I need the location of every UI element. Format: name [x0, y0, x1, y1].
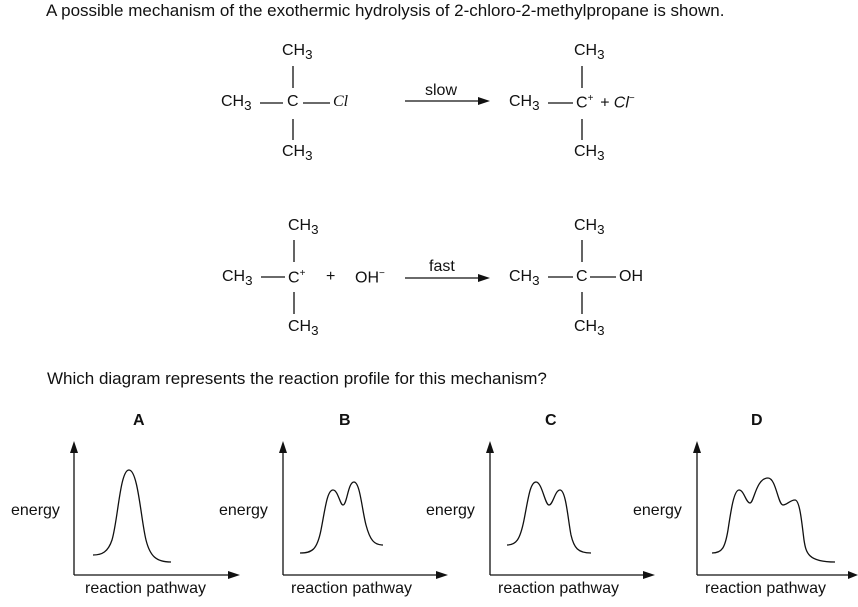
y-arrowhead [693, 441, 701, 453]
profile-curve [92, 469, 172, 563]
step1-product-top: CH3 [574, 42, 605, 63]
step1-product-left: CH3 [509, 93, 540, 114]
step1-reactant-right: Cl [333, 93, 349, 110]
x-arrowhead [643, 571, 655, 579]
arrowhead [478, 274, 490, 282]
option-c-letter[interactable]: C [545, 412, 557, 429]
step2-product-right: OH [619, 268, 643, 285]
x-arrowhead [228, 571, 240, 579]
option-a-ylabel: energy [11, 502, 60, 519]
step1-arrow-label: slow [425, 82, 458, 99]
step2-product-bottom: CH3 [574, 318, 605, 339]
step2-plus: + [326, 268, 336, 285]
question-prompt: Which diagram represents the reaction pr… [47, 369, 547, 388]
profile-curve [299, 481, 384, 554]
option-c-xlabel: reaction pathway [498, 580, 619, 597]
arrowhead [478, 97, 490, 105]
x-arrowhead [848, 571, 858, 579]
option-b-letter[interactable]: B [339, 412, 351, 429]
option-c-ylabel: energy [426, 502, 475, 519]
diagram-c [486, 441, 655, 579]
question-intro: A possible mechanism of the exothermic h… [46, 1, 725, 20]
option-d-xlabel: reaction pathway [705, 580, 826, 597]
diagram-b [279, 441, 448, 579]
profile-curve [711, 477, 836, 563]
step1-product-center: C+ [576, 93, 594, 112]
step2-arrow-label: fast [429, 258, 455, 275]
step1-reactant-left: CH3 [221, 93, 252, 114]
step1-reactant-top: CH3 [282, 42, 313, 63]
x-arrowhead [436, 571, 448, 579]
y-arrowhead [70, 441, 78, 453]
step1-product-bottom: CH3 [574, 143, 605, 164]
option-b-xlabel: reaction pathway [291, 580, 412, 597]
diagram-a [70, 441, 240, 579]
y-arrowhead [486, 441, 494, 453]
step2-hydroxide: OH− [355, 268, 385, 287]
option-b-ylabel: energy [219, 502, 268, 519]
step2-reactant-bottom: CH3 [288, 318, 319, 339]
option-d-letter[interactable]: D [751, 412, 763, 429]
step2-reactant-center: C+ [288, 268, 306, 287]
step2-product-center: C [576, 268, 588, 285]
option-a-letter[interactable]: A [133, 412, 145, 429]
option-a-xlabel: reaction pathway [85, 580, 206, 597]
step2-product-left: CH3 [509, 268, 540, 289]
step2-reactant-left: CH3 [222, 268, 253, 289]
step1-product-chloride: + Cl− [600, 93, 635, 112]
y-arrowhead [279, 441, 287, 453]
step2-product-top: CH3 [574, 217, 605, 238]
step1-reactant-bottom: CH3 [282, 143, 313, 164]
step2-reactant-top: CH3 [288, 217, 319, 238]
step1-reactant-center: C [287, 93, 299, 110]
profile-curve [506, 481, 592, 554]
diagram-d [693, 441, 858, 579]
option-d-ylabel: energy [633, 502, 682, 519]
